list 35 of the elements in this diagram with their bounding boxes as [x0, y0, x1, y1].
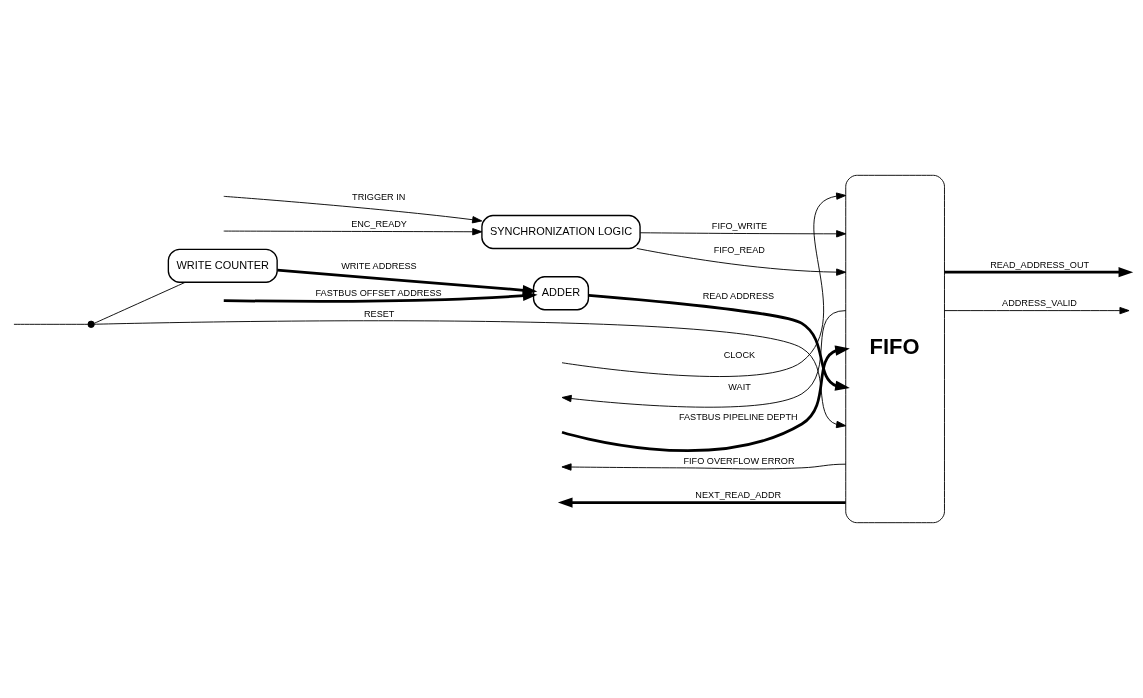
arrow — [93, 320, 847, 429]
edge-label: FIFO OVERFLOW ERROR — [683, 455, 795, 466]
arrow — [636, 248, 847, 276]
edge-label: ADDRESS_VALID — [1002, 298, 1077, 309]
arrow — [944, 306, 1130, 315]
node-box: SYNCHRONIZATION LOGIC — [481, 214, 641, 250]
edge-label: READ_ADDRESS_OUT — [990, 260, 1090, 271]
arrow — [561, 463, 847, 471]
edge-label: NEXT_READ_ADDR — [695, 490, 782, 501]
node-box: ADDER — [532, 276, 590, 311]
edge-label: FASTBUS OFFSET ADDRESS — [315, 287, 442, 298]
edge-label: RESET — [363, 308, 395, 319]
connector — [13, 323, 89, 325]
edge-label: CLOCK — [723, 349, 756, 360]
node-box: WRITE COUNTER — [167, 248, 278, 283]
edge-label: WAIT — [728, 381, 751, 392]
edge-label: TRIGGER IN — [352, 192, 406, 203]
arrow — [557, 497, 846, 508]
arrow — [944, 267, 1134, 278]
arrow — [639, 230, 847, 238]
arrow — [223, 195, 483, 224]
node-box: FIFO — [845, 174, 945, 524]
edge-label: FIFO_READ — [713, 244, 765, 255]
arrow — [561, 310, 847, 408]
edge-label: READ ADDRESS — [702, 291, 775, 302]
edge-label: FASTBUS PIPELINE DEPTH — [678, 411, 798, 422]
edge-label: ENC_READY — [351, 218, 407, 229]
node-circle — [87, 320, 95, 328]
edge-label: FIFO_WRITE — [711, 220, 768, 231]
edge-label: WRITE ADDRESS — [341, 261, 417, 272]
arrow — [561, 345, 850, 452]
arrow — [588, 294, 850, 391]
connector — [93, 281, 186, 324]
arrow — [561, 192, 847, 377]
arrow — [223, 228, 483, 236]
